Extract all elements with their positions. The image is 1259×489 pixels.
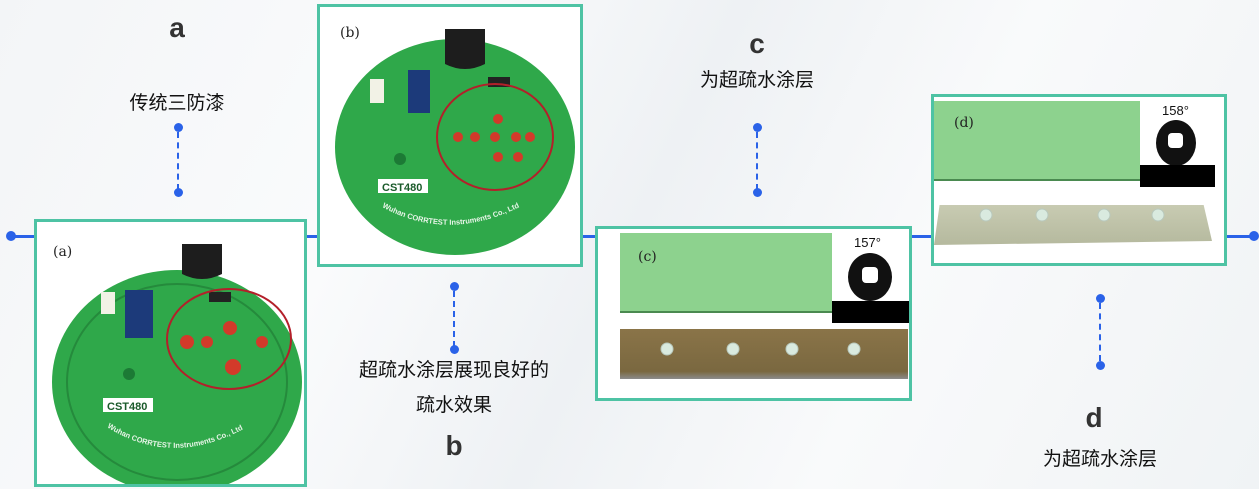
pcb-model-text: CST480 [382,182,422,194]
connector-dot [450,282,459,291]
stage-a-letter: a [169,12,185,43]
photo-label: (a) [53,244,73,260]
pcb-model-text: CST480 [107,401,147,413]
coated-plate [934,205,1212,245]
green-background [934,101,1140,181]
photo-label: (d) [954,115,974,131]
timeline-start-dot [6,231,16,241]
photo-label: (b) [340,25,360,41]
stage-b-caption-line2: 疏水效果 [415,394,493,416]
connector-line [756,132,758,190]
contact-angle-value: 158° [1162,103,1189,118]
connector-line [1099,303,1101,361]
stage-d-caption: 为超疏水涂层 [1042,448,1158,470]
stage-c-caption: 为超疏水涂层 [699,69,815,91]
pcb-image: CST480 Wuhan CORRTEST Instruments Co., L… [335,29,575,255]
timeline-end-dot [1249,231,1259,241]
pcb-image: CST480 Wuhan CORRTEST Instruments Co., L… [52,244,302,484]
water-droplet-icon [832,253,909,323]
photo-a-pcb-traditional-coating: (a) CST480 Wuhan CORRTEST Instruments Co… [34,219,307,487]
connector-line [177,132,179,190]
connector-dot [450,345,459,354]
stage-a-caption: 传统三防漆 [129,92,225,114]
connector-dot [174,188,183,197]
photo-b-pcb-superhydrophobic: (b) CST480 Wuhan CORRTEST Instruments Co… [317,4,583,267]
photo-c-contact-angle: (c) 157° [595,226,912,401]
connector-line [453,291,455,347]
photo-d-contact-angle: (d) 158° [931,94,1227,266]
contact-angle-value: 157° [854,235,881,250]
water-drops [660,342,861,356]
stage-d-letter: d [1085,402,1103,433]
green-background [620,233,832,313]
stage-c-letter: c [749,28,765,59]
stage-b-letter: b [445,430,463,461]
water-drops [979,208,1165,222]
stage-b-caption-line1: 超疏水涂层展现良好的 [358,359,550,381]
connector-dot [753,188,762,197]
connector-dot [174,123,183,132]
connector-dot [1096,294,1105,303]
stage-b-caption: 超疏水涂层展现良好的 疏水效果 [359,353,549,423]
photo-label: (c) [638,249,657,265]
connector-dot [753,123,762,132]
water-droplet-icon [1140,120,1215,187]
connector-dot [1096,361,1105,370]
